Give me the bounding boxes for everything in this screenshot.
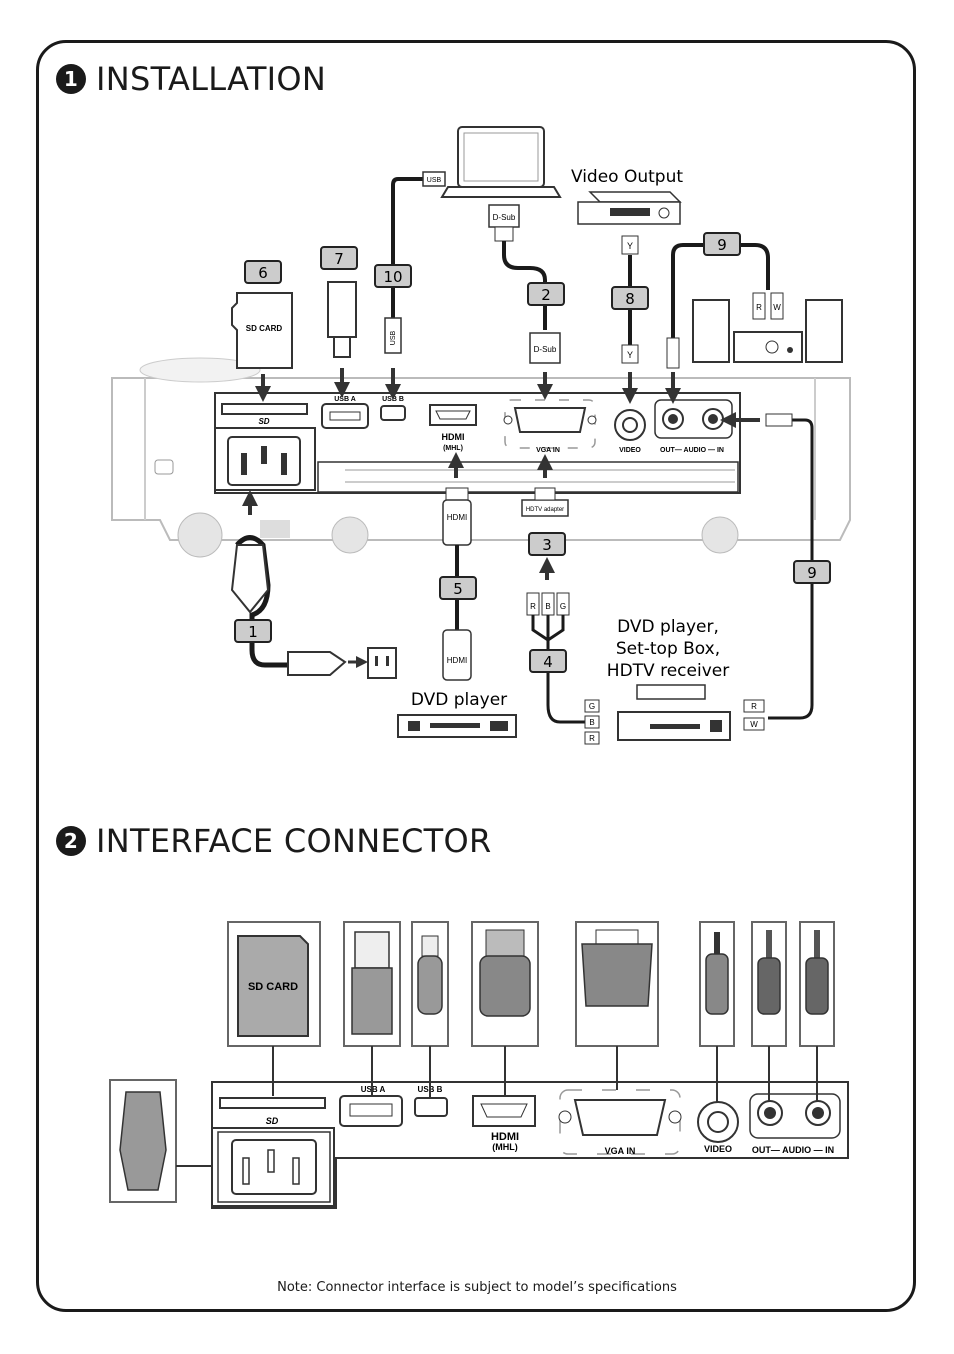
power-cable [230,535,397,679]
callout-badge [234,619,272,643]
svg-text:G: G [560,602,566,611]
callout-badge [244,260,282,284]
svg-text:D-Sub: D-Sub [493,213,516,222]
svg-text:USB A: USB A [334,396,356,403]
section-title-installation: 1 INSTALLATION [56,60,326,98]
sd-card: SD CARD [231,292,293,369]
audio-ports: OUT— AUDIO — IN [654,399,733,454]
svg-text:USB A: USB A [361,1085,386,1094]
svg-text:DVD player,: DVD player, [617,617,719,637]
media-receiver-device: DVD player, Set-top Box, HDTV receiver [607,617,731,741]
usb-a-port: USB A [321,396,369,429]
svg-text:Y: Y [627,241,633,251]
projector-body [111,357,851,558]
callout-number: 9 [807,564,817,582]
svg-text:OUT— AUDIO — IN: OUT— AUDIO — IN [752,1145,834,1155]
svg-text:HDTV receiver: HDTV receiver [607,661,729,681]
callout-number: 5 [453,580,463,598]
iface-sd-logo: SD [266,1116,279,1126]
hdmi-port: HDMI (MHL) [429,404,477,452]
svg-text:R: R [756,303,762,312]
dsub-cable: D-Sub D-Sub [488,204,561,364]
interface-plugs: SD CARD [109,921,835,1203]
video-output-device: Video Output [571,167,683,225]
svg-text:G: G [589,702,595,711]
usb-stick [327,281,357,358]
svg-text:SD CARD: SD CARD [248,981,298,993]
svg-text:W: W [773,303,781,312]
interface-panel: SD USB A USB B HDMI (MHL) VGA IN VIDEO O… [211,1081,849,1209]
svg-text:D-Sub: D-Sub [534,345,557,354]
callout-badge [793,560,831,584]
callout-badge [527,282,565,306]
section-title-text: INSTALLATION [96,60,327,98]
callout-number: 1 [248,623,258,641]
svg-text:B: B [589,718,594,727]
svg-text:HDMI: HDMI [442,432,465,442]
callout-badge [374,264,412,288]
callout-group: 1 2 3 4 5 6 7 8 9 9 10 [234,232,831,673]
power-socket [227,436,301,486]
callout-badge [529,649,567,673]
callout-number: 3 [542,536,552,554]
callout-number: 9 [717,236,727,254]
svg-text:Y: Y [627,350,633,360]
usb-b-port: USB B [380,396,406,421]
callout-badge [611,286,649,310]
port-arrows [242,368,760,580]
usb-cable: USB USB [384,171,446,354]
svg-text:OUT— AUDIO — IN: OUT— AUDIO — IN [660,447,724,454]
page-frame [36,40,916,1312]
callout-number: 8 [625,290,635,308]
audio-out-cable: R W [666,243,784,369]
section-number-badge: 1 [56,64,86,94]
svg-text:VGA IN: VGA IN [536,447,560,454]
callout-number: 7 [334,250,344,268]
svg-text:R: R [589,734,595,743]
speakers [692,299,843,363]
callout-number: 4 [543,653,553,671]
svg-text:HDTV adapter: HDTV adapter [526,507,564,513]
callout-number: 2 [541,286,551,304]
laptop [440,126,562,198]
section-title-interface: 2 INTERFACE CONNECTOR [56,822,492,860]
svg-text:VIDEO: VIDEO [704,1144,732,1154]
svg-text:HDMI: HDMI [447,513,467,522]
svg-text:HDMI: HDMI [491,1131,519,1143]
svg-text:R: R [751,702,757,711]
svg-text:DVD player: DVD player [411,690,507,710]
svg-text:USB: USB [390,330,397,345]
component-cable: R B G G B R [526,592,600,745]
sd-slot: SD [221,403,308,426]
svg-text:VGA IN: VGA IN [605,1146,636,1156]
section-title-text: INTERFACE CONNECTOR [96,822,492,860]
callout-badge [320,246,358,270]
svg-text:SD CARD: SD CARD [246,324,283,333]
dvd-player-device: DVD player [397,690,517,738]
callout-badge [439,576,477,600]
hdmi-cable: HDMI HDMI [442,487,472,681]
vga-port: VGA IN [503,399,597,454]
svg-text:VIDEO: VIDEO [619,447,641,454]
callout-badge [528,532,566,556]
svg-text:Video Output: Video Output [571,167,683,187]
callout-number: 10 [383,268,402,286]
svg-text:B: B [545,602,550,611]
callout-badge [703,232,741,256]
svg-text:HDMI: HDMI [447,656,467,665]
section-number-badge: 2 [56,826,86,856]
svg-text:USB B: USB B [382,396,404,403]
hdtv-adapter: HDTV adapter [521,487,569,517]
svg-text:Set-top Box,: Set-top Box, [616,639,720,659]
svg-text:W: W [750,720,758,729]
footnote: Note: Connector interface is subject to … [277,1280,677,1295]
svg-text:USB: USB [427,177,442,184]
svg-text:(MHL): (MHL) [443,445,463,452]
svg-text:R: R [530,602,536,611]
callout-number: 6 [258,264,268,282]
video-port: VIDEO [614,409,646,454]
svg-text:(MHL): (MHL) [492,1142,518,1152]
sd-logo: SD [258,417,269,426]
